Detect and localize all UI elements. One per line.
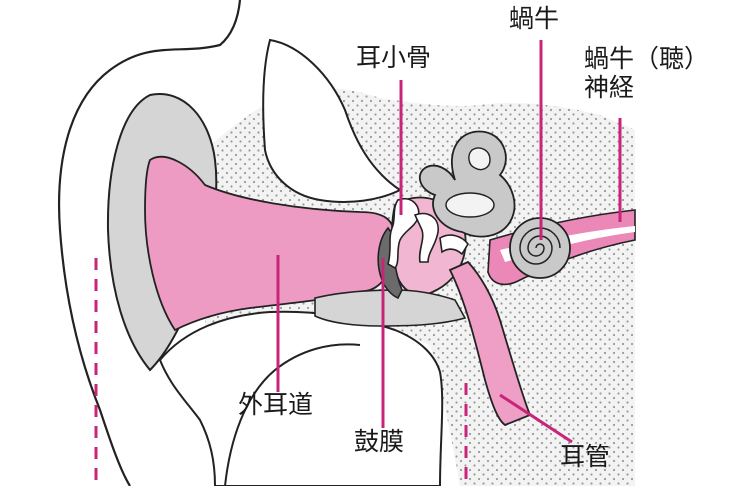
label-cochlear-nerve: 蝸牛（聴） 神経 bbox=[584, 44, 710, 103]
label-cochlea: 蝸牛 bbox=[509, 4, 560, 33]
label-ossicles: 耳小骨 bbox=[356, 43, 432, 72]
bony-ledge bbox=[314, 289, 467, 327]
label-ear-canal: 外耳道 bbox=[238, 390, 314, 419]
semicircular-canal-inner bbox=[468, 147, 491, 171]
ossicle-incus bbox=[413, 212, 439, 263]
ossicle-stapes bbox=[439, 234, 469, 256]
label-eustachian-tube: 耳管 bbox=[560, 442, 611, 471]
cochlea-spiral bbox=[519, 227, 561, 265]
label-eardrum: 鼓膜 bbox=[354, 427, 405, 456]
auricle-outline bbox=[57, 0, 242, 487]
lower-face bbox=[158, 310, 444, 487]
leader-lines bbox=[276, 40, 622, 444]
division-dashes bbox=[94, 258, 468, 486]
label-cochlear-nerve-line1: 蝸牛（聴） bbox=[584, 44, 710, 73]
head-skin-upper bbox=[262, 38, 402, 203]
jaw-line bbox=[224, 343, 361, 487]
leader-eustachian-tube bbox=[499, 393, 573, 444]
vestibule-oval bbox=[445, 192, 495, 218]
label-cochlear-nerve-line2: 神経 bbox=[584, 72, 635, 102]
auricle bbox=[0, 0, 240, 486]
